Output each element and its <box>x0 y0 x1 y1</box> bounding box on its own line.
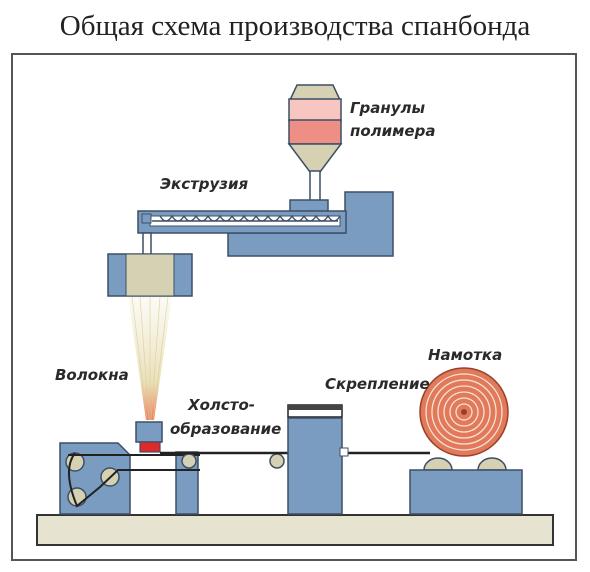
fiber-strands <box>131 296 169 421</box>
spinneret <box>107 253 193 297</box>
winding-roll <box>419 367 509 457</box>
bonding-calender <box>287 404 349 515</box>
label-winding: Намотка <box>428 346 502 364</box>
web-roller-left <box>181 453 197 469</box>
winder-base <box>409 457 523 515</box>
diagram-title: Общая схема производства спанбонда <box>59 10 531 42</box>
label-web-line2: образование <box>170 420 281 438</box>
label-bonding: Скрепление <box>325 375 430 393</box>
conveyor-machine <box>59 442 200 515</box>
label-granules-line1: Гранулы <box>350 99 426 117</box>
web-roller-right <box>269 453 285 469</box>
polymer-hopper <box>287 84 343 202</box>
label-granules-line2: полимера <box>350 122 435 140</box>
extruder <box>137 191 394 257</box>
label-extrusion: Экструзия <box>160 175 249 193</box>
machine-base <box>36 514 554 546</box>
label-web-line1: Холсто- <box>187 396 255 414</box>
label-fibers: Волокна <box>55 366 129 384</box>
